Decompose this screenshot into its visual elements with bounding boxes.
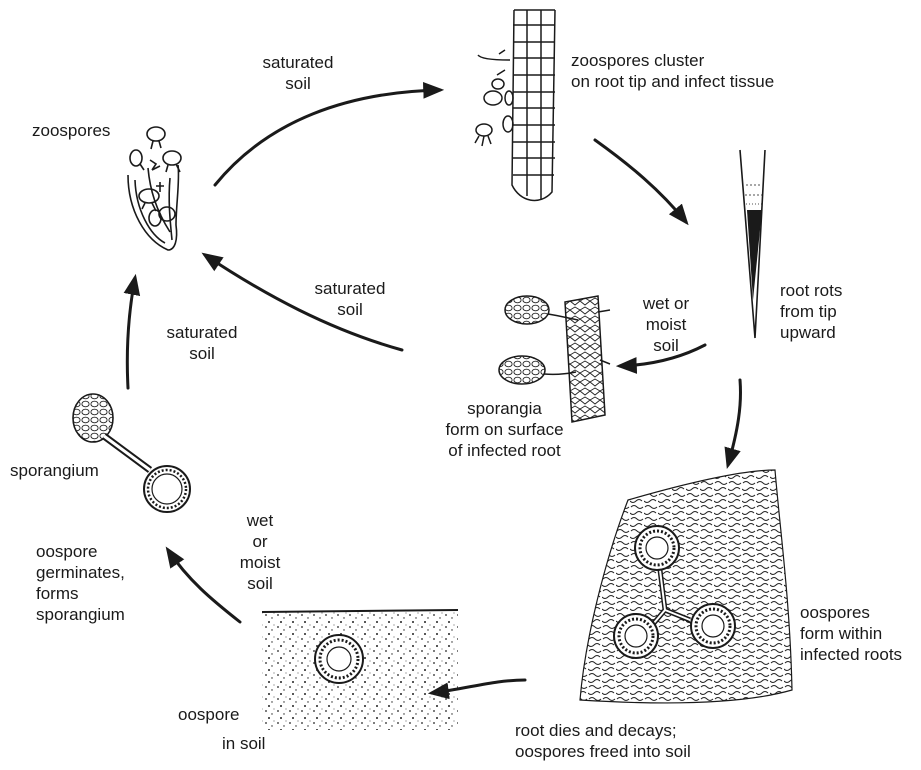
label-saturated-soil-left: saturated soil [142,322,262,364]
root-tip-illustration [475,10,555,200]
label-root-dies: root dies and decays; oospores freed int… [515,720,691,762]
label-root-rots: root rots from tip upward [780,280,842,343]
label-sporangia-form: sporangia form on surface of infected ro… [412,398,597,461]
label-oospore-in-soil-1: oospore [178,704,239,725]
decaying-root-illustration [580,470,792,703]
label-saturated-soil-mid: saturated soil [290,278,410,320]
label-wet-moist-soil-mid: wet or moist soil [626,293,706,356]
arrow-sporangium-to-zoospores [127,278,135,388]
label-sporangium: sporangium [10,460,99,481]
arrow-zoospores-to-root-tip [215,90,440,185]
oospore-in-soil-illustration [262,610,458,730]
sporangium-illustration [73,394,190,512]
zoospores-release-illustration [128,127,181,250]
label-oospore-germinates: oospore germinates, forms sporangium [36,541,125,625]
label-oospores-form: oospores form within infected roots [800,602,902,665]
label-zoospores: zoospores [32,120,110,141]
label-zoospores-cluster: zoospores cluster on root tip and infect… [571,50,774,92]
arrow-root-tip-to-root-rot [595,140,686,222]
oospore-in-root-2 [691,604,735,648]
arrow-root-rot-to-oospores [728,380,741,465]
rotting-root-illustration [740,150,765,338]
label-oospore-in-soil-2: in soil [222,733,265,754]
oospore-in-root-3 [614,614,658,658]
label-wet-moist-soil-low: wet or moist soil [220,510,300,594]
oospore-in-root-1 [635,526,679,570]
label-saturated-soil-top: saturated soil [238,52,358,94]
